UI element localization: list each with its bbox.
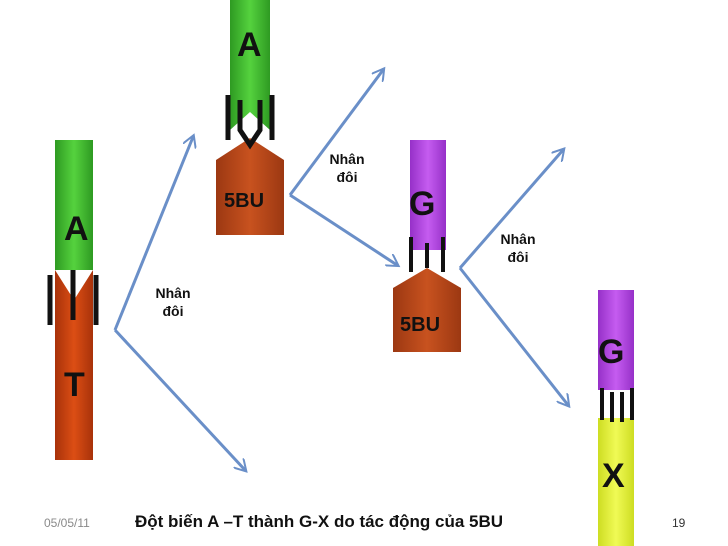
hydrogen-bonds bbox=[47, 270, 99, 325]
arrow-up-3 bbox=[458, 150, 563, 269]
pair3-bottom-label: 5BU bbox=[400, 314, 441, 336]
5bu-base bbox=[216, 138, 284, 235]
replication-label-3-line2: đôi bbox=[507, 249, 529, 265]
hydrogen-bonds bbox=[225, 95, 275, 150]
arrow-down-2 bbox=[289, 193, 397, 265]
hydrogen-bonds bbox=[600, 388, 634, 422]
pair2-bottom-label: 5BU bbox=[224, 190, 265, 212]
arrow-up-2 bbox=[288, 70, 383, 196]
replication-label-1-line1: Nhân bbox=[155, 285, 191, 301]
slide-date: 05/05/11 bbox=[44, 516, 90, 530]
pair-g-x bbox=[598, 290, 634, 546]
arrow-up-1 bbox=[113, 137, 193, 331]
replication-label-1-line2: đôi bbox=[162, 303, 184, 319]
arrow-down-3 bbox=[458, 267, 568, 405]
adenine-strand bbox=[230, 0, 270, 130]
pair-a-t bbox=[47, 140, 99, 460]
replication-arrows bbox=[113, 70, 568, 470]
replication-label-3-line1: Nhân bbox=[500, 231, 536, 247]
thymine-strand bbox=[55, 270, 93, 460]
pair-g-5bu bbox=[393, 140, 461, 352]
adenine-strand bbox=[55, 140, 93, 270]
replication-label-2-line2: đôi bbox=[336, 169, 358, 185]
cytosine-strand bbox=[598, 418, 634, 546]
replication-label-3: Nhân đôi bbox=[493, 230, 543, 266]
slide-number: 19 bbox=[672, 516, 686, 530]
pair2-top-label: A bbox=[237, 26, 262, 64]
replication-label-2-line1: Nhân bbox=[329, 151, 365, 167]
hydrogen-bonds bbox=[409, 237, 445, 272]
pair1-top-label: A bbox=[64, 210, 89, 248]
slide-caption: Đột biến A –T thành G-X do tác động của … bbox=[135, 512, 504, 531]
5bu-base bbox=[393, 268, 461, 352]
replication-label-1: Nhân đôi bbox=[148, 284, 198, 320]
pair1-bottom-label: T bbox=[64, 366, 85, 404]
replication-label-2: Nhân đôi bbox=[322, 150, 372, 186]
guanine-strand bbox=[410, 140, 446, 250]
pair4-bottom-label: X bbox=[602, 457, 625, 495]
pair-a-5bu bbox=[216, 0, 284, 235]
guanine-strand bbox=[598, 290, 634, 390]
pair3-top-label: G bbox=[409, 185, 436, 223]
pair4-top-label: G bbox=[598, 333, 625, 371]
arrow-down-1 bbox=[113, 328, 245, 470]
